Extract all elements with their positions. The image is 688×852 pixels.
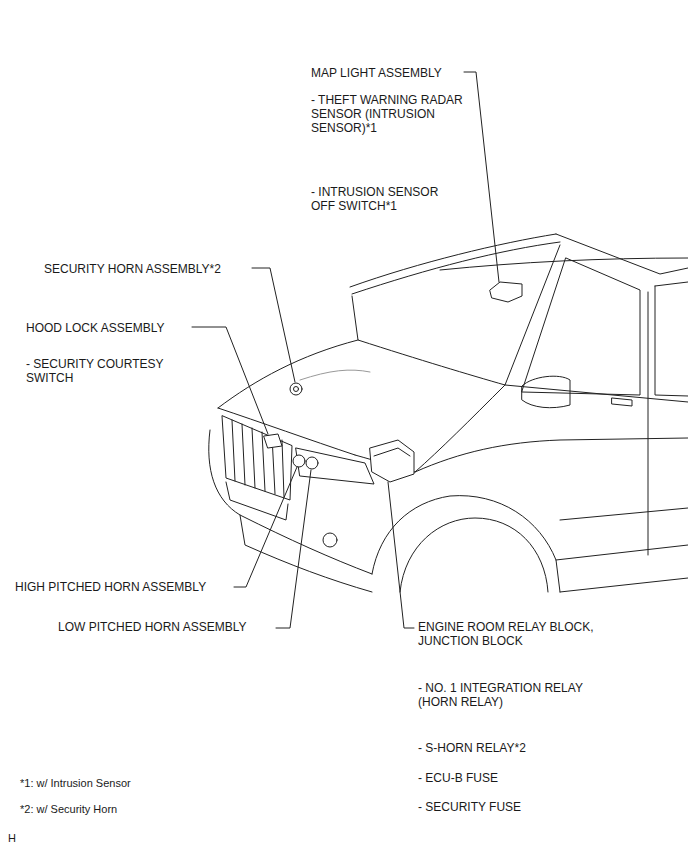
part-label: *1: w/ Intrusion Sensor — [20, 776, 240, 790]
part-label: HIGH PITCHED HORN ASSEMBLY — [15, 580, 235, 594]
part-label: - ECU-B FUSE — [418, 771, 578, 785]
part-label: - THEFT WARNING RADAR SENSOR (INTRUSION … — [311, 93, 471, 135]
part-label: ENGINE ROOM RELAY BLOCK, JUNCTION BLOCK — [418, 620, 603, 648]
part-label: HOOD LOCK ASSEMBLY — [26, 321, 196, 335]
part-label: - INTRUSION SENSOR OFF SWITCH*1 — [311, 185, 451, 213]
part-label: - SECURITY FUSE — [418, 800, 578, 814]
part-label: - NO. 1 INTEGRATION RELAY (HORN RELAY) — [418, 681, 613, 709]
part-label: - SECURITY COURTESY SWITCH — [26, 357, 176, 385]
part-label: MAP LIGHT ASSEMBLY — [311, 66, 511, 80]
part-label: SECURITY HORN ASSEMBLY*2 — [44, 262, 264, 276]
part-label: H — [8, 831, 38, 845]
part-label: *2: w/ Security Horn — [20, 802, 240, 816]
part-label: - S-HORN RELAY*2 — [418, 741, 578, 755]
part-label: LOW PITCHED HORN ASSEMBLY — [58, 620, 278, 634]
